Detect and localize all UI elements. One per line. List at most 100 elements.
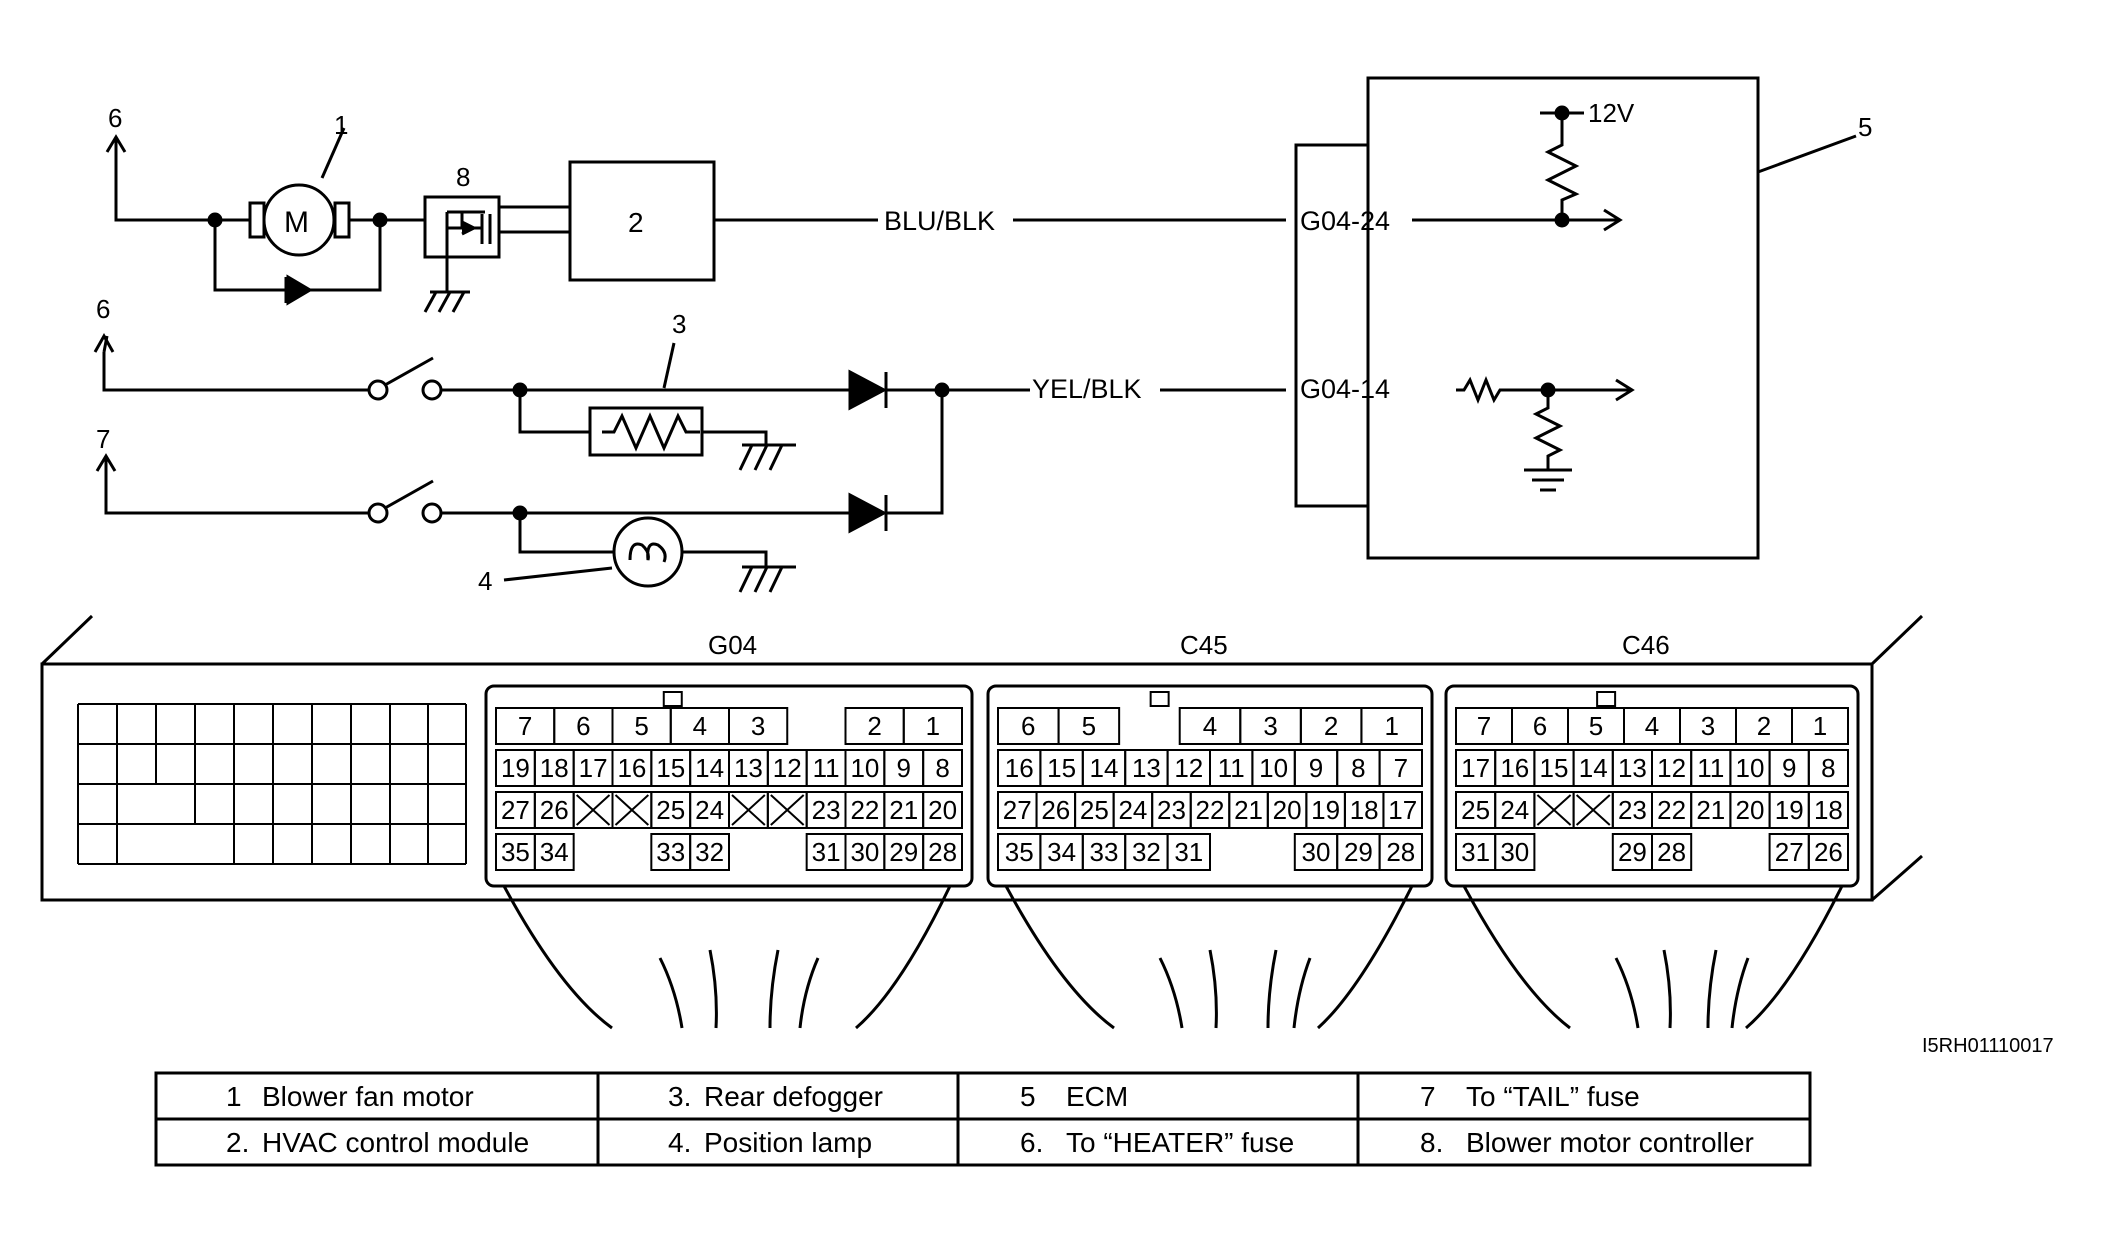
- pin-number: 6: [1021, 711, 1035, 741]
- pin-cavity: [1494, 833, 1536, 871]
- pin-number: 12: [773, 753, 802, 783]
- pin-number: 2: [1324, 711, 1338, 741]
- callout-1: 1: [334, 110, 348, 140]
- pin-number: 10: [1736, 753, 1765, 783]
- pin-number: 11: [813, 753, 840, 783]
- legend-number: 2.: [226, 1127, 249, 1158]
- pin-number: 33: [1090, 837, 1119, 867]
- pin-number: 30: [850, 837, 879, 867]
- unused-pin-mark: [1536, 794, 1572, 826]
- pin-number: 29: [1618, 837, 1647, 867]
- pin-number: 15: [1047, 753, 1076, 783]
- pin-cavity: [1651, 833, 1693, 871]
- pin-number: 25: [656, 795, 685, 825]
- pin-number: 25: [1461, 795, 1490, 825]
- leader-4: [503, 566, 613, 582]
- pin-number: 22: [1657, 795, 1686, 825]
- pin-number: 4: [693, 711, 707, 741]
- legend-description: Blower fan motor: [262, 1081, 474, 1112]
- pin-number: 14: [695, 753, 724, 783]
- pin-number: 16: [617, 753, 646, 783]
- pin-number: 2: [1757, 711, 1771, 741]
- pin-number: 24: [695, 795, 724, 825]
- pin-number: 1: [1384, 711, 1398, 741]
- pin-number: 6: [1533, 711, 1547, 741]
- pin-number: 23: [1157, 795, 1186, 825]
- ecm-connector-body: [40, 614, 1924, 1030]
- pin-number: 21: [1234, 795, 1263, 825]
- callout-3: 3: [672, 309, 686, 339]
- pin-cavity: [1791, 707, 1849, 745]
- pin-number: 25: [1080, 795, 1109, 825]
- pin-cavity: [902, 707, 963, 745]
- pin-number: 14: [1579, 753, 1608, 783]
- legend-number: 5: [1020, 1081, 1036, 1112]
- blower-circuit: [105, 134, 1286, 313]
- pin-number: 8: [1821, 753, 1835, 783]
- schematic: [93, 76, 1857, 593]
- pin-number: 18: [1814, 795, 1843, 825]
- pin-number: 16: [1500, 753, 1529, 783]
- pin-number: 20: [1736, 795, 1765, 825]
- pin-number: 12: [1174, 753, 1203, 783]
- legend-description: ECM: [1066, 1081, 1128, 1112]
- pin-number: 4: [1645, 711, 1659, 741]
- image-code: I5RH01110017: [1922, 1035, 2054, 1057]
- pin-cavity: [1382, 791, 1424, 829]
- wire-label-yel-blk: YEL/BLK: [1032, 374, 1142, 404]
- pin-number: 27: [1003, 795, 1032, 825]
- callout-7: 7: [96, 424, 110, 454]
- pin-number: 13: [1132, 753, 1161, 783]
- pin-number: 19: [1775, 795, 1804, 825]
- pin-number: 22: [1196, 795, 1225, 825]
- defogger-circuit: [93, 332, 1286, 471]
- pin-number: 31: [1174, 837, 1203, 867]
- pin-cavity: [728, 707, 789, 745]
- pin-number: 21: [1696, 795, 1725, 825]
- unused-pin-mark: [575, 794, 611, 826]
- pin-number: 28: [928, 837, 957, 867]
- unused-cavity-grid: [77, 703, 467, 865]
- pin-number: 12: [1657, 753, 1686, 783]
- pin-number: 5: [634, 711, 648, 741]
- diode-icon: [286, 274, 313, 306]
- wire-label-blu-blk: BLU/BLK: [884, 206, 995, 236]
- pin-number: 33: [656, 837, 685, 867]
- legend-description: Position lamp: [704, 1127, 872, 1158]
- unused-pin-mark: [770, 794, 805, 826]
- pin-number: 16: [1005, 753, 1034, 783]
- legend-number: 7: [1420, 1081, 1436, 1112]
- pin-number: 5: [1589, 711, 1603, 741]
- pin-cavity: [1360, 707, 1424, 745]
- pin-number: 22: [850, 795, 879, 825]
- pin-cavity: [922, 749, 964, 787]
- pin-number: 4: [1203, 711, 1217, 741]
- pin-number: 6: [576, 711, 590, 741]
- pin-number: 9: [1309, 753, 1323, 783]
- connector-label-c46: C46: [1622, 630, 1670, 660]
- pin-number: 2: [867, 711, 881, 741]
- pin-number: 9: [897, 753, 911, 783]
- pin-cavity: [1807, 791, 1850, 829]
- callout-6b: 6: [96, 294, 110, 324]
- pin-number: 18: [540, 753, 569, 783]
- pin-number: 28: [1386, 837, 1415, 867]
- pin-number: 24: [1500, 795, 1529, 825]
- ecm-terminal-g04-24: G04-24: [1300, 206, 1390, 236]
- pin-number: 7: [1394, 753, 1408, 783]
- pin-number: 29: [889, 837, 918, 867]
- pin-number: 17: [1461, 753, 1490, 783]
- supply-12v-label: 12V: [1588, 98, 1635, 128]
- pin-number: 15: [1540, 753, 1569, 783]
- pin-number: 21: [889, 795, 918, 825]
- leader-3: [662, 342, 676, 389]
- ecm-terminal-g04-14: G04-14: [1300, 374, 1390, 404]
- pin-number: 19: [501, 753, 530, 783]
- pin-number: 23: [1618, 795, 1647, 825]
- pin-cavity: [533, 833, 575, 871]
- legend-description: HVAC control module: [262, 1127, 529, 1158]
- legend-table: [154, 1071, 1812, 1167]
- pin-number: 8: [935, 753, 949, 783]
- callout-8: 8: [456, 162, 470, 192]
- pin-number: 3: [751, 711, 765, 741]
